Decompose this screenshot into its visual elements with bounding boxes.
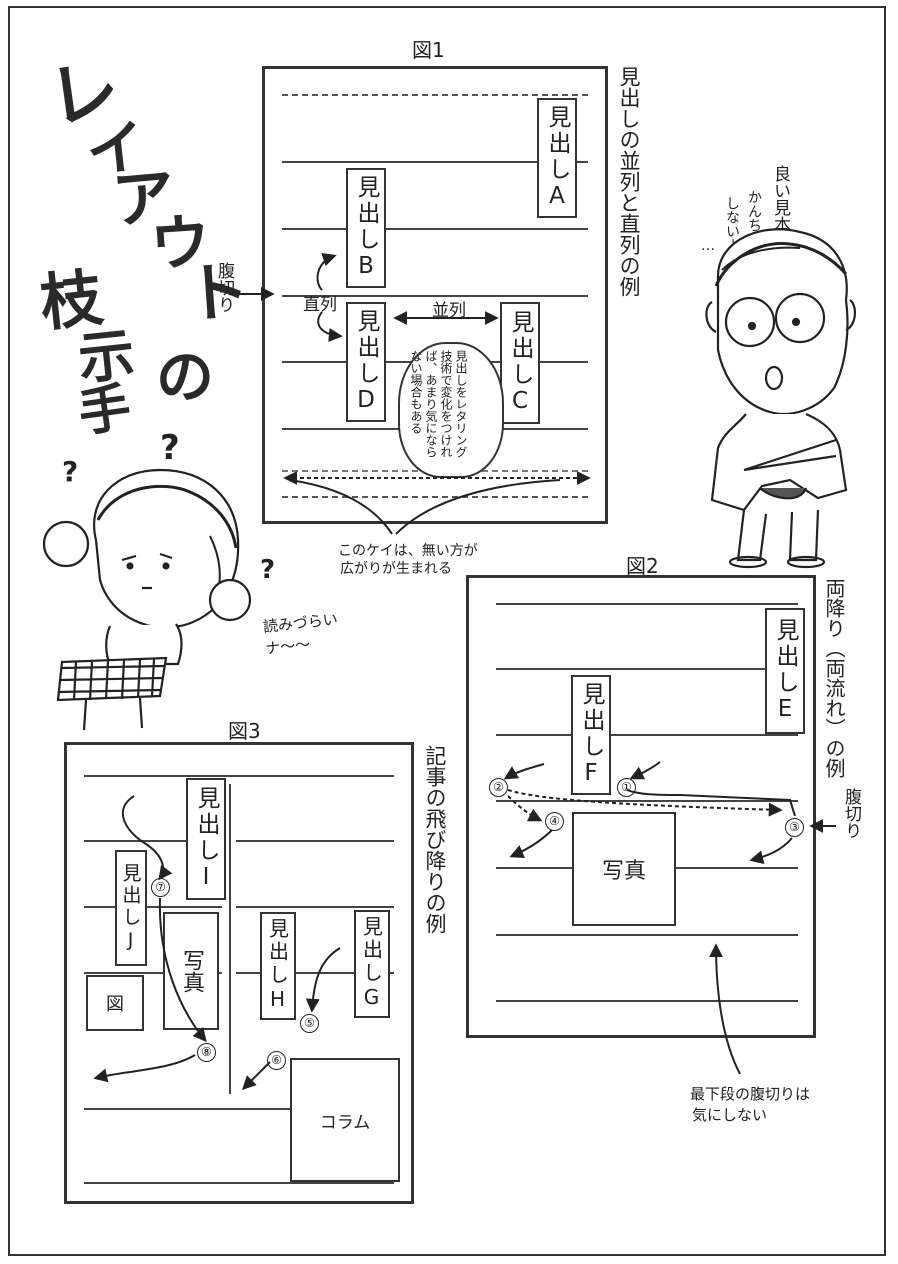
- fig2-arrow-from-4: [509, 829, 553, 859]
- fig1-caption-pointer-left: [289, 479, 393, 535]
- fig2-caption-pointer: [709, 943, 741, 1075]
- page-border: [8, 6, 886, 1256]
- fig3-rule: [236, 840, 394, 842]
- fig2-rule: [496, 1000, 798, 1002]
- fig2-caption-line2: 気にしない: [692, 1106, 768, 1124]
- fig1-rule: [282, 295, 588, 297]
- fig2-heading-e: 見出しE: [765, 608, 805, 734]
- fig2-photo: 写真: [572, 812, 676, 926]
- fig3-arrow-from-8: [93, 1054, 196, 1083]
- fig3-rule: [84, 775, 394, 777]
- fig2-marker-2: ②: [489, 778, 508, 797]
- fig2-rule: [496, 734, 798, 736]
- fig3-photo-label: 写真: [179, 949, 204, 993]
- fig3-flow-into-7: [121, 795, 173, 881]
- fig2-flow-2-3-dashed: [507, 789, 783, 817]
- man-character: [705, 228, 856, 569]
- fig2-label: 図2: [626, 554, 659, 578]
- fig3-heading-i: 見出しI: [186, 778, 226, 900]
- fig3-marker-6: ⑥: [267, 1051, 286, 1070]
- fig3-rule: [84, 1182, 394, 1184]
- fig3-marker-8: ⑧: [197, 1043, 216, 1062]
- fig1-serial-arrow-up: [316, 252, 337, 291]
- fig1-note-bubble: [398, 342, 504, 478]
- fig3-column-box: コラム: [290, 1058, 400, 1182]
- fig2-rule: [496, 934, 798, 936]
- fig1-label: 図1: [412, 38, 445, 62]
- fig3-heading-h: 見出しH: [260, 912, 296, 1020]
- fig3-rule: [84, 906, 222, 908]
- fig1-heading-c: 見出しC: [500, 302, 540, 424]
- fig2-flow-1-3: [626, 789, 796, 817]
- fig3-rule: [84, 1108, 290, 1110]
- fig2-marker-3: ③: [785, 818, 804, 837]
- man-speech-line4: …: [700, 238, 716, 254]
- fig1-rule: [282, 161, 588, 163]
- fig2-marker-4: ④: [545, 812, 564, 831]
- question-mark: ?: [160, 428, 180, 468]
- fig1-heading-b: 見出しB: [346, 168, 386, 288]
- fig3-side-title: 記事の飛び降りの例: [423, 745, 447, 934]
- fig2-arrow-into-2: [503, 763, 545, 780]
- fig3-figure-box: 図: [86, 975, 144, 1031]
- fig2-arrow-from-3: [749, 837, 793, 865]
- fig1-heading-d: 見出しD: [346, 302, 386, 422]
- fig3-column-divider: [229, 784, 231, 1094]
- fig3-photo: 写真: [163, 912, 219, 1030]
- fig2-caption-line1: 最下段の腹切りは: [690, 1085, 811, 1103]
- fig2-rule: [496, 603, 798, 605]
- question-mark: ?: [62, 455, 79, 488]
- fig3-arrow-from-6: [242, 1061, 271, 1090]
- fig2-side-title: 両降り（両流れ）の例: [822, 578, 846, 778]
- fig3-rule: [84, 840, 222, 842]
- fig1-serial-arrow-down: [317, 311, 343, 342]
- fig3-rule: [84, 972, 222, 974]
- fig3-rule: [236, 972, 394, 974]
- fig1-bottom-dashed: [282, 496, 588, 498]
- fig1-serial-label: 直列: [303, 295, 337, 315]
- fig2-cut-label: 腹切り: [841, 788, 861, 839]
- fig1-rule: [282, 228, 588, 230]
- fig2-heading-f: 見出しF: [571, 675, 611, 795]
- fig1-note-text: 見出しをレタリング技術で変化をつければ、あまり気にならない場合もある: [409, 350, 468, 458]
- fig1-cut-label: 腹切り: [214, 262, 234, 313]
- fig3-marker-5: ⑤: [300, 1014, 319, 1033]
- title-char: の: [156, 343, 215, 411]
- fig1-top-dashed: [282, 94, 588, 96]
- question-mark: ?: [260, 555, 276, 585]
- fig2-rule: [496, 668, 798, 670]
- fig1-heading-a: 見出しA: [537, 98, 577, 218]
- fig1-caption-line1: このケイは、無い方が: [338, 543, 478, 559]
- fig3-flow-7-8: [158, 897, 207, 1043]
- fig2-flow-2-4-dashed: [507, 795, 543, 822]
- fig2-rule: [496, 800, 798, 802]
- fig3-label: 図3: [228, 719, 261, 743]
- fig1-caption-pointer-right: [395, 479, 561, 535]
- fig1-caption-line2: 広がりが生まれる: [340, 561, 452, 577]
- fig2-frame: [466, 575, 816, 1038]
- fig1-side-title: 見出しの並列と直列の例: [617, 66, 641, 297]
- fig3-arrow-into-5: [305, 947, 341, 1013]
- fig2-arrow-into-1: [629, 761, 661, 780]
- fig3-heading-g: 見出しG: [354, 910, 390, 1018]
- girl-character: [42, 468, 252, 731]
- fig3-heading-j: 見出しJ: [115, 850, 147, 966]
- fig3-rule: [236, 906, 394, 908]
